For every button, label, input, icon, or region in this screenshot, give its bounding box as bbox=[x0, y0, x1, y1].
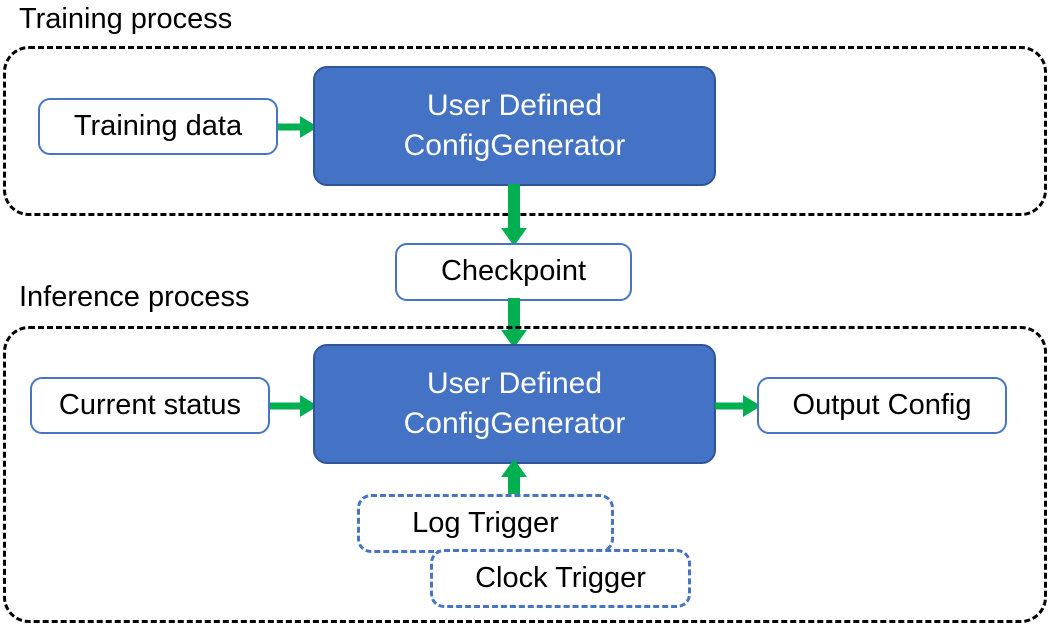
node-current-status[interactable]: Current status bbox=[30, 377, 270, 434]
generator-line-2: ConfigGenerator bbox=[403, 129, 626, 162]
arrow-training-data-to-generator bbox=[278, 112, 318, 142]
node-user-defined-configgenerator-training[interactable]: User Defined ConfigGenerator bbox=[313, 66, 716, 186]
node-clock-trigger[interactable]: Clock Trigger bbox=[430, 549, 691, 608]
node-user-defined-configgenerator-inference[interactable]: User Defined ConfigGenerator bbox=[313, 344, 716, 464]
arrow-generator-to-output-config bbox=[715, 391, 761, 421]
arrow-current-status-to-generator bbox=[270, 391, 318, 421]
inference-process-label: Inference process bbox=[19, 281, 250, 313]
node-output-config[interactable]: Output Config bbox=[757, 377, 1007, 434]
training-process-label: Training process bbox=[19, 3, 233, 35]
generator-line-1: User Defined bbox=[426, 89, 603, 122]
node-checkpoint[interactable]: Checkpoint bbox=[395, 243, 632, 301]
node-training-data[interactable]: Training data bbox=[38, 98, 278, 155]
generator-line-1: User Defined bbox=[426, 367, 603, 400]
arrow-generator-to-checkpoint bbox=[496, 184, 532, 246]
node-log-trigger[interactable]: Log Trigger bbox=[357, 494, 614, 553]
inference-process-container bbox=[3, 326, 1047, 623]
generator-line-2: ConfigGenerator bbox=[403, 407, 626, 440]
training-process-container bbox=[3, 46, 1047, 216]
